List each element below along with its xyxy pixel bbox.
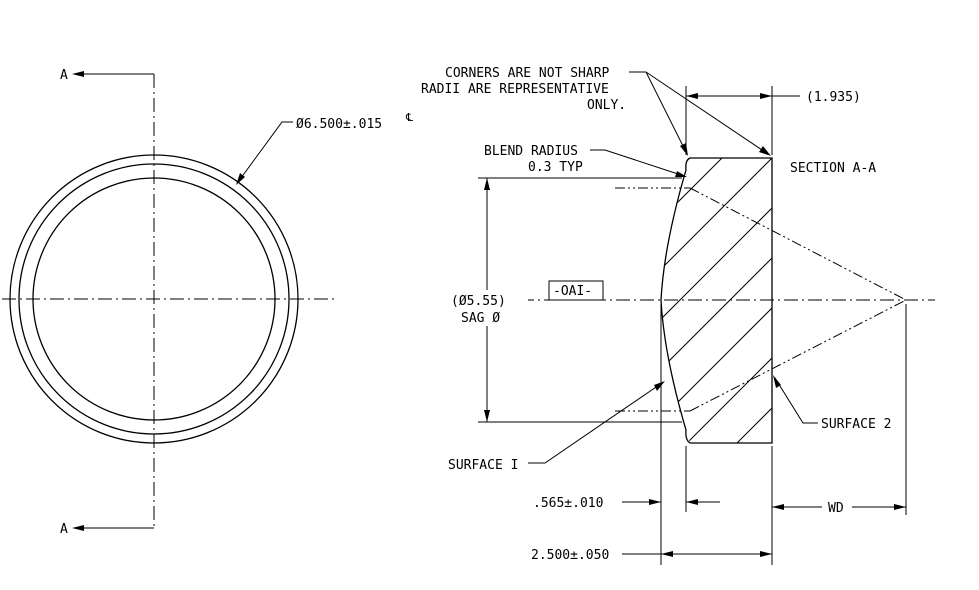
sag-diameter-label: SAG Ø [461,311,500,326]
cut-label-top: A [60,68,68,83]
surface-1-label: SURFACE I [448,458,518,473]
datum-label: -OAI- [553,284,592,299]
sag-diameter-value: (Ø5.55) [451,294,506,309]
corners-note-line2: RADII ARE REPRESENTATIVE [421,82,609,97]
surface-1-leader [528,382,663,464]
cut-arrow-bottom [72,525,84,531]
overall-ref-dim: (1.935) [806,90,861,105]
diameter-dimension: Ø6.500±.015 [296,117,382,132]
wd-label: WD [828,501,844,516]
surface-2-label: SURFACE 2 [821,417,891,432]
corners-note-line1: CORNERS ARE NOT SHARP [445,66,610,81]
blend-radius-label: BLEND RADIUS [484,144,578,159]
centerline-symbol: ℄ [405,111,413,124]
cut-arrow-top [72,71,84,77]
corners-note-line3: ONLY. [587,98,626,113]
cut-label-bottom: A [60,522,68,537]
section-hatching [661,158,772,443]
surface-2-leader [774,377,818,424]
focus-ray-bottom [689,299,907,412]
datum-box [548,280,604,301]
section-label: SECTION A-A [790,161,876,176]
blend-radius-value: 0.3 TYP [528,160,583,175]
focus-ray-top [689,187,907,301]
edge-thickness-dim: 2.500±.050 [531,548,609,563]
front-view: A A Ø6.500±.015 ℄ [2,68,413,537]
diameter-leader [237,121,293,183]
corners-leader-1 [629,71,687,153]
diameter-leader-arrow [236,173,245,185]
corners-leader-2 [645,71,769,155]
center-thickness-dim: .565±.010 [533,496,603,511]
section-view: (1.935) CORNERS ARE NOT SHARP RADII ARE … [421,66,935,565]
blend-radius-leader [590,149,685,177]
